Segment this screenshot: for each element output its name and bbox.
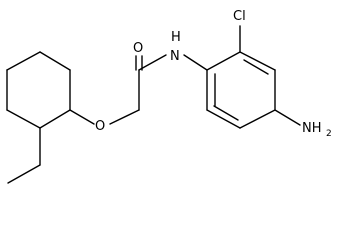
ring-bond [6,109,41,129]
ethyl-bond [7,164,41,184]
carbonyl-oxygen-label: O [133,41,143,56]
chlorine-label: Cl [233,9,246,24]
ethyl-group [7,127,41,184]
ring-bond [206,109,241,129]
acetamide-chain [135,54,208,111]
ring-bond [39,51,71,71]
ring-to-oxygen-bond [69,109,95,125]
ring-bond [239,109,276,129]
amide-hydrogen-label: H [171,30,181,45]
amide-nitrogen-label: N [170,49,180,64]
cyclohexane-ring [6,51,71,129]
ether-oxygen-label: O [95,119,105,134]
ring-bond [39,109,71,129]
aromatic-inner-bond [243,59,269,75]
ring-bond [206,51,241,71]
chemical-structure-diagram: O H N Cl O NH 2 [6,9,332,184]
benzene-ring [206,51,276,129]
amine-label: NH [302,121,322,136]
aromatic-inner-bond [213,105,239,121]
ring-bond [239,51,276,71]
nitrogen-to-ring-bond [183,54,208,71]
ring-bond [6,51,41,71]
ether-linkage [69,109,140,125]
oxygen-to-methylene-bond [109,109,140,125]
amine-bond [274,109,301,126]
carbonyl-to-nitrogen-bond [138,54,167,71]
benzene-substituents [239,25,301,126]
amine-subscript: 2 [326,129,332,139]
